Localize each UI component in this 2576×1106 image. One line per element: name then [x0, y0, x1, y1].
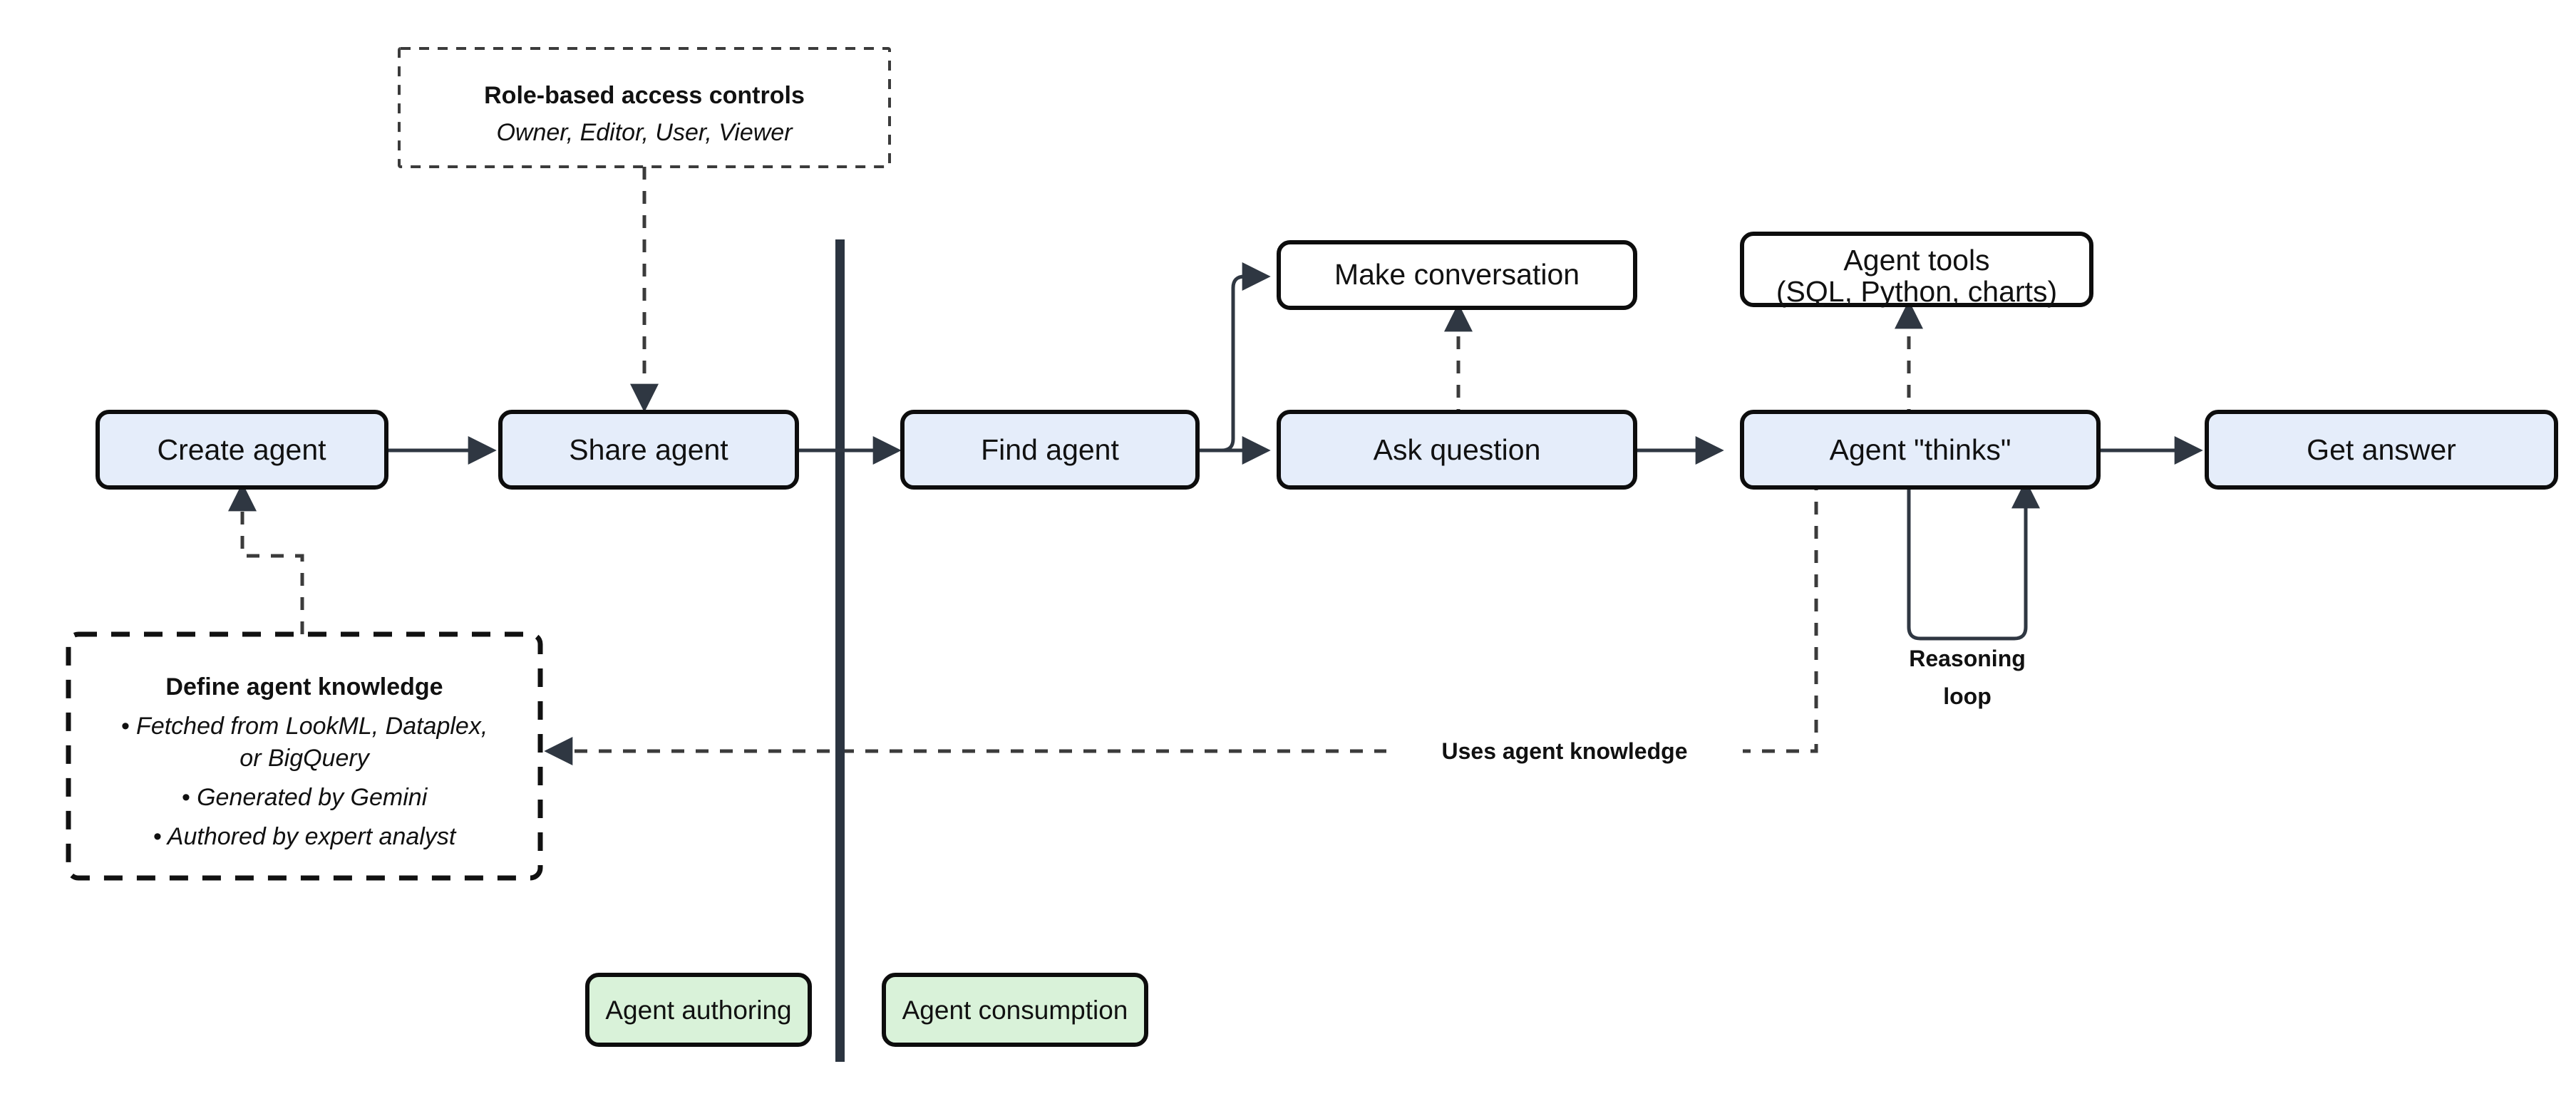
note-rbac: Role-based access controls Owner, Editor… [398, 47, 891, 168]
node-ask-question[interactable]: Ask question [1277, 410, 1637, 490]
note-rbac-title: Role-based access controls [484, 82, 805, 109]
edge-find-to-make-conversation [1197, 262, 1271, 453]
node-make-conversation-label: Make conversation [1334, 258, 1580, 291]
node-agent-thinks[interactable]: Agent "thinks" [1740, 410, 2101, 490]
edge-reasoning-loop [1907, 479, 2040, 641]
node-create-agent[interactable]: Create agent [96, 410, 388, 490]
loop-label-line1: Reasoning [1909, 646, 2026, 671]
note-knowledge-bullet-1: or BigQuery [239, 745, 370, 772]
note-knowledge-bullet-3: • Authored by expert analyst [153, 823, 457, 850]
node-agent-tools-label-line2: (SQL, Python, charts) [1776, 275, 2057, 308]
node-find-agent[interactable]: Find agent [900, 410, 1200, 490]
node-make-conversation[interactable]: Make conversation [1277, 240, 1637, 310]
loop-label-line2: loop [1943, 683, 1992, 709]
node-create-agent-label: Create agent [157, 433, 326, 466]
node-share-agent-label: Share agent [569, 433, 728, 466]
node-agent-tools[interactable]: Agent tools (SQL, Python, charts) [1740, 232, 2093, 308]
note-knowledge-bullet-0: • Fetched from LookML, Dataplex, [121, 713, 488, 740]
node-share-agent[interactable]: Share agent [498, 410, 799, 490]
node-find-agent-label: Find agent [981, 433, 1119, 466]
note-agent-knowledge: Define agent knowledge • Fetched from Lo… [66, 631, 543, 881]
node-ask-question-label: Ask question [1374, 433, 1541, 466]
legend-consumption-label: Agent consumption [902, 996, 1128, 1025]
legend-agent-consumption[interactable]: Agent consumption [882, 973, 1148, 1047]
node-get-answer-label: Get answer [2307, 433, 2456, 466]
section-divider [835, 239, 845, 1062]
edge-uses-agent-knowledge [544, 477, 1818, 765]
edge-knowledge-to-create-agent [228, 482, 304, 634]
node-get-answer[interactable]: Get answer [2205, 410, 2558, 490]
node-agent-tools-label-line1: Agent tools [1843, 244, 1989, 276]
legend-agent-authoring[interactable]: Agent authoring [585, 973, 812, 1047]
node-agent-thinks-label: Agent "thinks" [1830, 433, 2011, 466]
note-knowledge-title: Define agent knowledge [165, 673, 443, 701]
edge-label-backdrop [1386, 733, 1743, 770]
legend-authoring-label: Agent authoring [605, 996, 791, 1025]
edge-label-uses-agent-knowledge: Uses agent knowledge [1442, 738, 1688, 764]
note-knowledge-bullet-2: • Generated by Gemini [182, 784, 428, 811]
note-rbac-subtitle: Owner, Editor, User, Viewer [496, 119, 793, 146]
